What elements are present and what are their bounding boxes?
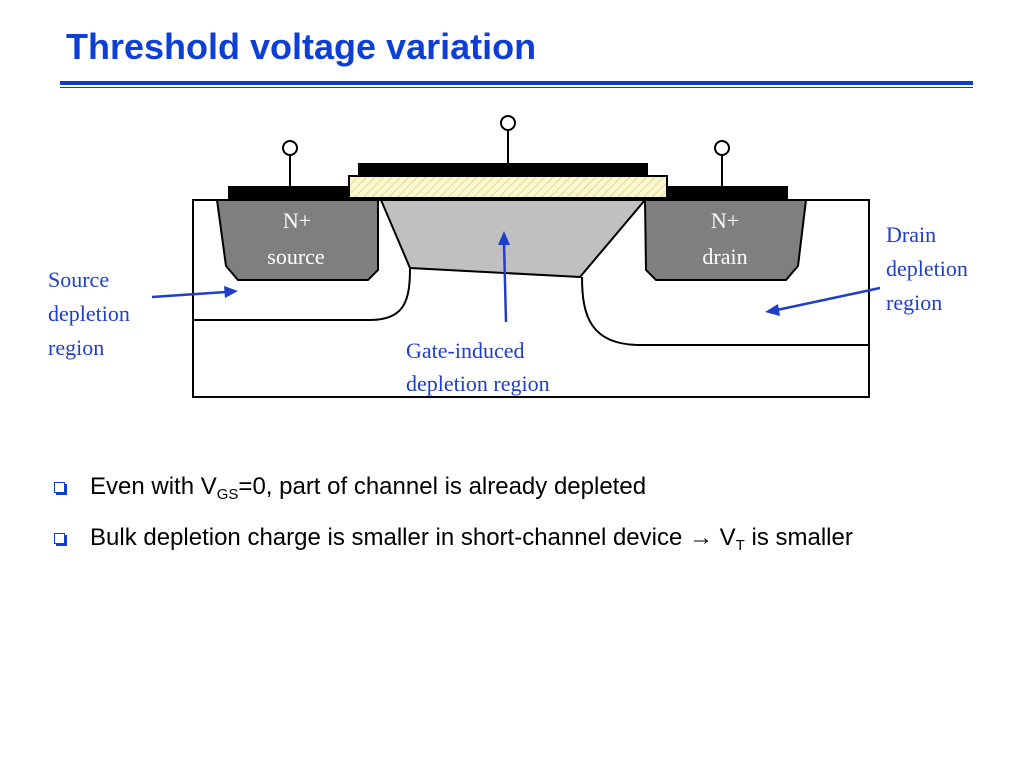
source-depletion-label-line1: Source (48, 267, 109, 292)
bullet-1-text-pre: Even with V (90, 473, 217, 500)
gate-depletion-arrowhead-icon (498, 231, 510, 245)
drain-depletion-arrowhead-icon (765, 304, 780, 316)
drain-depletion-boundary (581, 276, 869, 346)
bullet-item-2: Bulk depletion charge is smaller in shor… (52, 523, 972, 560)
title-underline-thick (60, 81, 973, 85)
drain-depletion-label-line1: Drain (886, 222, 936, 247)
drain-depletion-label-line3: region (886, 290, 942, 315)
bullet-2-text-pre: Bulk depletion charge is smaller in shor… (90, 524, 736, 551)
source-depletion-arrowhead-icon (224, 286, 238, 298)
n-plus-drain-region (643, 199, 808, 281)
bullet-1-text-post: =0, part of channel is already depleted (238, 473, 647, 500)
gate-depletion-label-line1: Gate-induced (406, 338, 525, 363)
gate-depletion-arrow (502, 242, 508, 323)
source-depletion-arrow (151, 290, 227, 299)
source-depletion-boundary (193, 267, 411, 321)
title-underline-thin (60, 87, 973, 88)
n-plus-source-region (215, 199, 379, 281)
hollow-square-bullet-icon (54, 533, 65, 544)
source-terminal-icon (282, 140, 298, 156)
bullet-2-subscript: T (735, 537, 745, 554)
bullet-list: Even with VGS=0, part of channel is alre… (52, 472, 972, 574)
gate-electrode (358, 163, 648, 176)
source-depletion-label-line3: region (48, 335, 104, 360)
slide-title: Threshold voltage variation (66, 26, 537, 67)
gate-depletion-label-line2: depletion region (406, 371, 550, 396)
gate-terminal-icon (500, 115, 516, 131)
bullet-2-text-post: is smaller (744, 524, 853, 551)
drain-contact (668, 186, 788, 200)
bullet-item-1: Even with VGS=0, part of channel is alre… (52, 472, 972, 509)
drain-terminal-icon (714, 140, 730, 156)
gate-depletion-region (379, 199, 648, 279)
source-label-n-plus: N+ (283, 208, 311, 233)
drain-depletion-arrow (776, 286, 881, 312)
source-depletion-label-line2: depletion (48, 301, 130, 326)
hollow-square-bullet-icon (54, 482, 65, 493)
drain-label: drain (702, 244, 747, 269)
drain-label-n-plus: N+ (711, 208, 739, 233)
drain-depletion-label-line2: depletion (886, 256, 968, 281)
source-label: source (267, 244, 324, 269)
gate-oxide (348, 175, 668, 199)
bullet-1-subscript: GS (216, 486, 239, 503)
source-contact (228, 186, 348, 200)
